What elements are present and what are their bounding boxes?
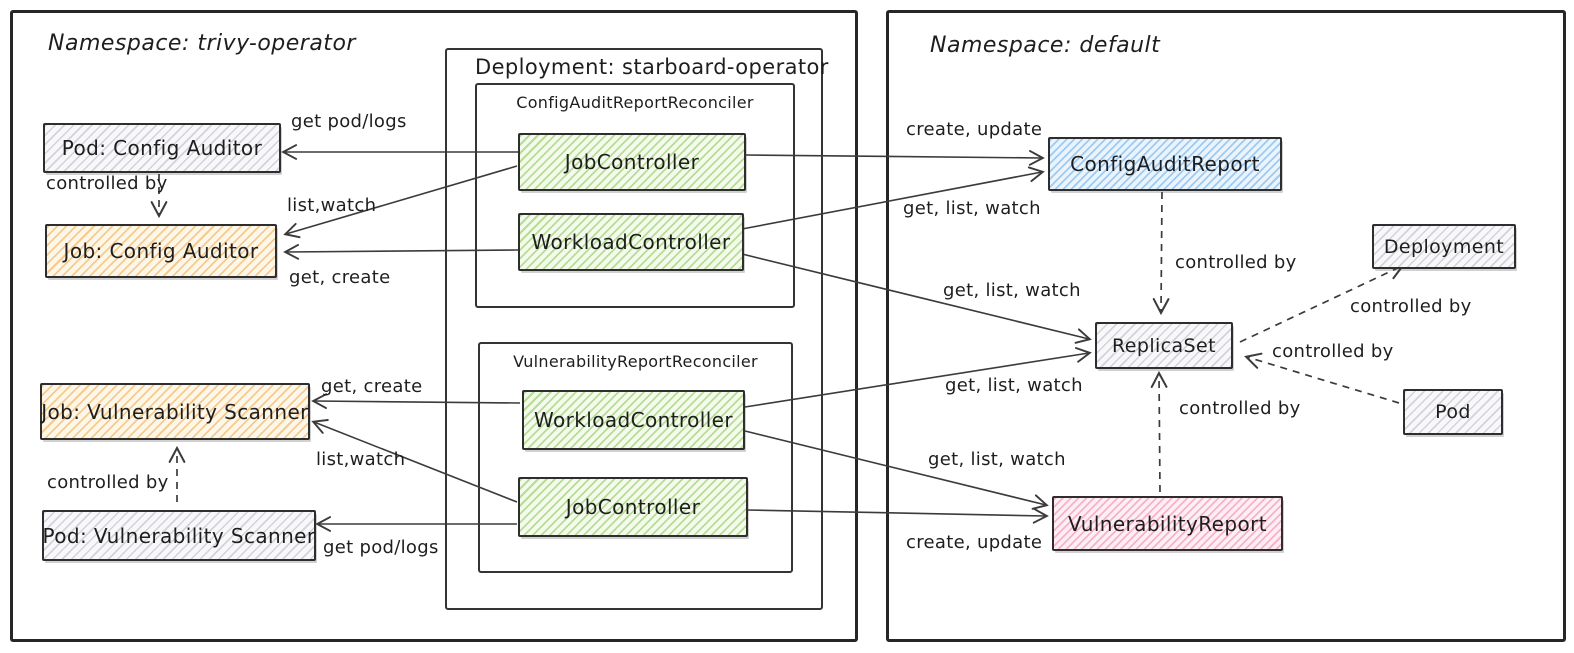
- edge-pod-controlledby-replicaset: [1244, 352, 1400, 404]
- edge-label-get-list-watch: get, list, watch: [943, 280, 1081, 301]
- node-job-controller-config: JobController: [518, 133, 746, 191]
- panel-title: Namespace: default: [930, 33, 1161, 58]
- node-job-vulnerability-scanner: Job: Vulnerability Scanner: [40, 383, 310, 440]
- edge-workloadctl-vuln-to-replicaset: [744, 347, 1092, 408]
- node-replica-set: ReplicaSet: [1095, 322, 1233, 369]
- edge-jobctl-vuln-to-job-scanner: [311, 419, 518, 503]
- edge-label-get-list-watch: get, list, watch: [945, 375, 1083, 396]
- edge-label-list-watch: list,watch: [316, 449, 406, 470]
- node-workload-controller-vuln: WorkloadController: [522, 390, 745, 450]
- edge-label-controlled-by: controlled by: [47, 472, 169, 493]
- node-config-audit-report: ConfigAuditReport: [1048, 137, 1282, 191]
- node-workload-controller-config: WorkloadController: [518, 213, 744, 271]
- edge-workloadctl-vuln-to-job-scanner: [311, 393, 521, 410]
- edge-workloadctl-config-to-configauditreport: [741, 166, 1045, 230]
- edge-label-controlled-by: controlled by: [1350, 296, 1472, 317]
- edge-label-get-pod-logs: get pod/logs: [291, 111, 407, 132]
- edge-jobctl-config-to-configauditreport: [745, 149, 1045, 166]
- edge-workloadctl-config-to-replicaset: [741, 253, 1092, 344]
- edge-workloadctl-config-to-job-auditor: [283, 244, 519, 260]
- edge-label-create-update: create, update: [906, 532, 1043, 553]
- panel-namespace-default: Namespace: default: [886, 10, 1566, 642]
- panel-title: Namespace: trivy-operator: [48, 31, 356, 56]
- edge-vulnreport-controlledby-replicaset: [1150, 370, 1168, 493]
- edge-label-list-watch: list,watch: [287, 195, 377, 216]
- group-config-audit-report-reconciler: ConfigAuditReportReconciler: [475, 83, 795, 308]
- panel-namespace-trivy-operator: Namespace: trivy-operator: [10, 10, 858, 642]
- edge-label-get-create: get, create: [289, 267, 391, 288]
- edge-label-controlled-by: controlled by: [1272, 341, 1394, 362]
- group-title: VulnerabilityReportReconciler: [513, 352, 758, 371]
- edge-jobctl-vuln-to-vulnreport: [747, 507, 1049, 524]
- edge-label-controlled-by: controlled by: [1179, 398, 1301, 419]
- edge-label-create-update: create, update: [906, 119, 1043, 140]
- edge-label-get-pod-logs: get pod/logs: [323, 537, 439, 558]
- edge-jobctl-config-to-job-auditor: [283, 165, 518, 239]
- node-deployment: Deployment: [1372, 224, 1516, 269]
- node-pod-config-auditor: Pod: Config Auditor: [43, 123, 281, 173]
- node-pod: Pod: [1403, 389, 1503, 435]
- edge-label-controlled-by: controlled by: [46, 173, 168, 194]
- node-job-controller-vuln: JobController: [518, 477, 748, 537]
- edge-label-get-create: get, create: [321, 376, 423, 397]
- group-title: ConfigAuditReportReconciler: [516, 93, 754, 112]
- edge-label-get-list-watch: get, list, watch: [903, 198, 1041, 219]
- node-pod-vulnerability-scanner: Pod: Vulnerability Scanner: [42, 510, 316, 561]
- edge-replicaset-controlledby-deployment: [1239, 263, 1405, 343]
- edge-workloadctl-vuln-to-vulnreport: [744, 430, 1049, 510]
- edge-configauditreport-controlledby-replicaset: [1152, 191, 1170, 316]
- edge-label-controlled-by: controlled by: [1175, 252, 1297, 273]
- node-vulnerability-report: VulnerabilityReport: [1052, 496, 1283, 551]
- edge-label-get-list-watch: get, list, watch: [928, 449, 1066, 470]
- group-title: Deployment: starboard-operator: [475, 55, 829, 79]
- group-deployment-starboard-operator: Deployment: starboard-operator: [445, 48, 828, 610]
- node-job-config-auditor: Job: Config Auditor: [45, 224, 277, 278]
- group-vulnerability-report-reconciler: VulnerabilityReportReconciler: [478, 342, 793, 573]
